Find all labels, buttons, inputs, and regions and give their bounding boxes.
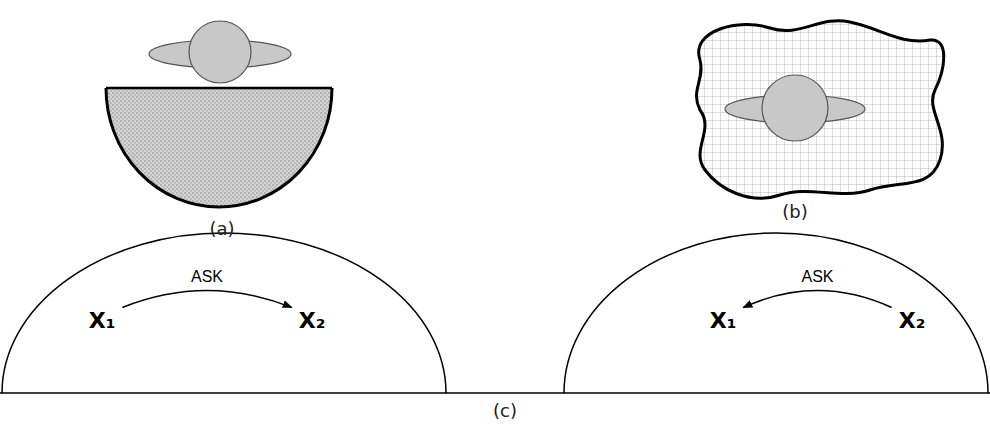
arrow-label: ASK: [799, 268, 835, 286]
variable-node: X₁: [85, 306, 120, 335]
variable-node: X₁: [706, 306, 741, 335]
variable-node: X₂: [295, 306, 330, 335]
curved-arrow: [743, 291, 891, 308]
panel-label: (c): [493, 400, 517, 421]
bowl-figure: [106, 21, 332, 207]
variable-node: X₂: [895, 306, 930, 335]
half-ellipse-region: X₁ X₂: [2, 233, 446, 393]
panel-label: (a): [209, 218, 234, 239]
panel-label: (b): [782, 201, 807, 222]
base-line: [0, 392, 990, 394]
arrow-label: ASK: [189, 268, 225, 286]
half-ellipse-outline: [2, 233, 446, 393]
variable-name: X₂: [299, 308, 326, 333]
variable-name: X₁: [89, 308, 116, 333]
variable-name: X₁: [710, 308, 737, 333]
curved-arrow: [122, 291, 291, 308]
variable-name: X₂: [899, 308, 926, 333]
half-ellipse-region: X₁ X₂: [564, 233, 988, 393]
blob-figure: [696, 21, 943, 199]
